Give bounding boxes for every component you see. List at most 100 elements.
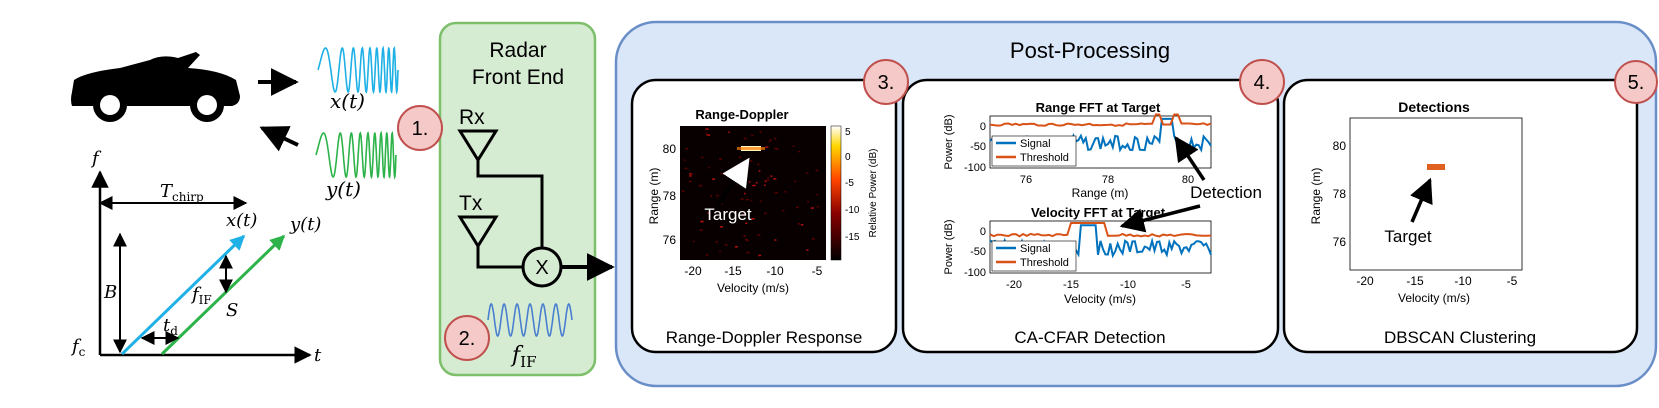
step-badge-3: 3. xyxy=(863,59,909,105)
detection-arrow-range xyxy=(1174,135,1206,181)
velocity-fft-title: Velocity FFT at Target xyxy=(1031,205,1166,220)
dbscan-target-label: Target xyxy=(1384,227,1432,246)
rd-speckle xyxy=(719,250,721,252)
velocity-fft-threshold-line xyxy=(989,222,1212,238)
rd-speckle xyxy=(701,156,704,159)
rd-speckle xyxy=(744,192,746,195)
rd-speckle xyxy=(757,163,760,166)
rd-speckle xyxy=(683,159,686,161)
rd-speckle xyxy=(705,254,709,256)
rd-target-arrow xyxy=(716,157,750,208)
rd-xlabel: Velocity (m/s) xyxy=(717,281,789,295)
t-chirp-label: Tchirp xyxy=(160,181,204,204)
velocity-xtick: -10 xyxy=(1120,279,1136,291)
rd-speckle xyxy=(750,199,753,202)
rd-speckle xyxy=(710,195,713,197)
rd-speckle xyxy=(682,190,685,192)
rd-speckle xyxy=(743,137,747,140)
legend-signal: Signal xyxy=(1020,138,1051,150)
f-axis-label: f xyxy=(90,148,102,169)
rd-x-ticks: -20 -15 -10 -5 xyxy=(684,264,822,278)
if-signal-waveform xyxy=(487,302,573,338)
chirp-plot: f t fc Tchirp B x(t) y(t) fIF S td xyxy=(70,148,322,366)
range-fft-threshold-line xyxy=(989,113,1212,127)
rd-speckle xyxy=(784,191,787,193)
velocity-fft-xlabel: Velocity (m/s) xyxy=(1064,292,1136,306)
rd-speckle xyxy=(764,180,767,183)
rd-speckle xyxy=(815,169,819,172)
rd-speckle xyxy=(758,170,761,172)
dbscan-ytick: 80 xyxy=(1333,139,1347,153)
rd-speckle xyxy=(716,194,719,197)
rd-y-ticks: 80 78 76 xyxy=(663,142,677,247)
step-number: 5. xyxy=(1628,72,1645,94)
rd-xtick: -20 xyxy=(684,264,702,278)
rd-xtick: -5 xyxy=(812,264,823,278)
dbscan-xlabel: Velocity (m/s) xyxy=(1398,291,1470,305)
rd-speckle xyxy=(782,209,785,212)
rd-speckle xyxy=(752,184,756,187)
rd-speckle xyxy=(715,241,718,243)
rd-speckle xyxy=(728,131,730,133)
cbar-tick: -10 xyxy=(845,205,860,216)
range-ytick: -100 xyxy=(964,162,986,174)
rd-speckle xyxy=(806,172,809,174)
rd-speckle xyxy=(740,198,744,200)
range-ytick: -50 xyxy=(970,141,986,153)
rd-ytick: 80 xyxy=(663,142,677,156)
rd-ytick: 76 xyxy=(663,233,677,247)
dbscan-axes xyxy=(1349,117,1523,271)
rd-ylabel: Range (m) xyxy=(647,168,661,225)
rd-speckle xyxy=(770,175,773,177)
rd-speckle xyxy=(699,229,703,231)
fif-label: fIF xyxy=(190,284,212,307)
velocity-xtick: -15 xyxy=(1063,279,1079,291)
rd-speckle xyxy=(774,147,778,150)
rd-speckle xyxy=(746,251,750,254)
detection-arrow-velocity xyxy=(1119,204,1201,233)
cbar-tick: 5 xyxy=(845,127,851,138)
rd-colorbar xyxy=(830,125,842,261)
rd-speckle xyxy=(794,180,797,183)
rd-speckle xyxy=(774,137,777,140)
rd-speckle xyxy=(792,145,795,147)
range-fft-signal-line xyxy=(989,117,1212,155)
rd-speckle xyxy=(689,173,692,175)
rd-speckle xyxy=(743,235,746,237)
rd-speckle xyxy=(705,128,709,130)
rd-speckle xyxy=(767,177,770,179)
range-fft-xlabel: Range (m) xyxy=(1072,186,1129,200)
step-number: 1. xyxy=(412,118,429,140)
rd-speckle xyxy=(745,222,748,225)
receive-arrow xyxy=(259,126,299,152)
rd-speckle xyxy=(751,218,755,220)
rd-speckle xyxy=(724,244,728,246)
cbar-tick: -15 xyxy=(845,232,860,243)
cbar-tick: 0 xyxy=(845,152,851,163)
rx-label: Rx xyxy=(459,106,485,129)
rd-speckle xyxy=(720,173,723,175)
dbscan-title: Detections xyxy=(1398,99,1470,115)
tx-chirp-line xyxy=(120,234,246,356)
velocity-ytick: 0 xyxy=(980,226,986,238)
legend-threshold: Threshold xyxy=(1020,257,1069,269)
td-label: td xyxy=(163,315,178,338)
rd-speckle xyxy=(684,167,688,170)
y-signal-label: y(t) xyxy=(325,177,361,201)
rd-speckle xyxy=(816,206,819,208)
rd-ytick: 78 xyxy=(663,189,677,203)
plot-x-label: x(t) xyxy=(226,210,257,231)
rd-speckle xyxy=(692,240,695,243)
rd-speckle xyxy=(751,134,754,137)
rd-speckle xyxy=(774,191,778,194)
range-fft-title: Range FFT at Target xyxy=(1036,100,1161,115)
rd-speckle xyxy=(731,172,733,175)
rd-speckle xyxy=(797,223,801,225)
front-end-title-line1: Radar xyxy=(489,39,546,62)
dbscan-caption: DBSCAN Clustering xyxy=(1384,328,1536,347)
rd-speckle xyxy=(705,132,708,135)
step-number: 2. xyxy=(459,328,476,350)
slope-label: S xyxy=(226,300,238,321)
rd-target-label: Target xyxy=(704,205,752,224)
